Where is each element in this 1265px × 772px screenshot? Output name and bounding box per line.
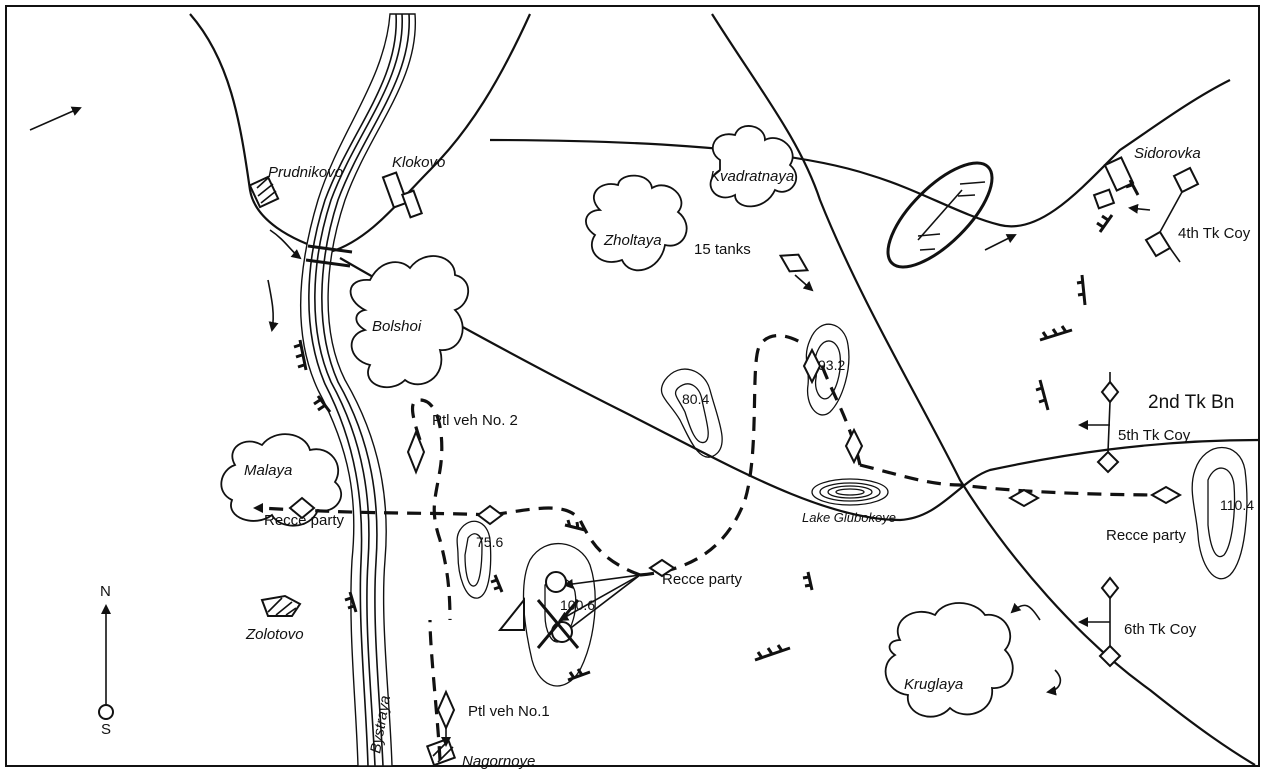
map-frame: [5, 5, 1260, 767]
label-nagornoye: Nagornoye: [462, 753, 535, 770]
village-sidorovka: [1092, 156, 1135, 210]
tank-recce-west: [288, 496, 316, 520]
label-ptl-veh-2: Ptl veh No. 2: [432, 412, 518, 429]
tank-15-tanks: [778, 253, 810, 273]
wood-kvadratnaya: [709, 125, 797, 208]
elev-75-6: 75.6: [476, 534, 503, 550]
gun-position: [497, 571, 580, 649]
compass-north: N: [100, 583, 111, 600]
tank-recce-centre-b: [648, 558, 676, 578]
wood-kruglaya: [884, 602, 1014, 718]
defence-lines: [293, 179, 1140, 682]
tank-coy6-b: [1098, 644, 1122, 668]
tank-east-1: [1007, 488, 1041, 508]
label-zholtaya: Zholtaya: [603, 232, 662, 249]
tank-coy5-a: [1100, 380, 1120, 404]
battery-position: [886, 161, 994, 269]
village-klokovo: [381, 171, 424, 219]
lake-glubokoye: [811, 478, 889, 506]
label-kvadratnaya: Kvadratnaya: [710, 168, 794, 185]
village-prudnikovo: [248, 175, 280, 209]
compass-south: S: [101, 721, 111, 738]
label-kruglaya: Kruglaya: [904, 676, 963, 693]
wood-zholtaya: [585, 174, 688, 272]
elev-100-6: 100.6: [560, 597, 595, 613]
elev-93-2: 93.2: [818, 357, 845, 373]
bridge: [305, 244, 353, 268]
label-5th-tk-coy: 5th Tk Coy: [1118, 427, 1191, 444]
label-4th-tk-coy: 4th Tk Coy: [1178, 225, 1251, 242]
patrol-routes: [259, 334, 1171, 761]
tank-coy4-a: [1172, 166, 1200, 194]
label-malaya: Malaya: [244, 462, 292, 479]
tank-lake: [844, 427, 864, 465]
label-15-tanks: 15 tanks: [694, 241, 751, 258]
label-zolotovo: Zolotovo: [245, 626, 304, 643]
tank-coy6-a: [1100, 576, 1120, 600]
label-recce-west: Recce party: [264, 512, 345, 529]
label-2nd-tk-bn: 2nd Tk Bn: [1148, 392, 1234, 413]
label-recce-east: Recce party: [1106, 527, 1187, 544]
label-sidorovka: Sidorovka: [1134, 145, 1201, 162]
tank-ptl-veh-2: [406, 429, 426, 475]
tank-symbols: [288, 166, 1200, 731]
wood-malaya: [220, 433, 342, 527]
villages: [248, 156, 1135, 767]
label-6th-tk-coy: 6th Tk Coy: [1124, 621, 1197, 638]
label-klokovo: Klokovo: [392, 154, 445, 171]
label-recce-centre: Recce party: [662, 571, 743, 588]
elev-80-4: 80.4: [682, 391, 709, 407]
tank-coy4-b: [1144, 230, 1172, 258]
compass: [98, 604, 114, 720]
label-lake-glubokoye: Lake Glubokoye: [802, 510, 896, 525]
wood-bolshoi: [349, 255, 470, 389]
tank-ptl-veh-1: [436, 689, 456, 731]
river-bystraya: [299, 13, 416, 767]
elev-110-4: 110.4: [1220, 497, 1254, 513]
label-prudnikovo: Prudnikovo: [268, 164, 343, 181]
tank-recce-centre-a: [476, 504, 504, 526]
tank-hill-93: [802, 347, 822, 385]
label-bolshoi: Bolshoi: [372, 318, 422, 335]
label-ptl-veh-1: Ptl veh No.1: [468, 703, 550, 720]
woods: [220, 125, 1014, 718]
tank-east-2: [1149, 485, 1183, 505]
tank-coy5-b: [1096, 450, 1120, 474]
village-zolotovo: [260, 594, 302, 617]
